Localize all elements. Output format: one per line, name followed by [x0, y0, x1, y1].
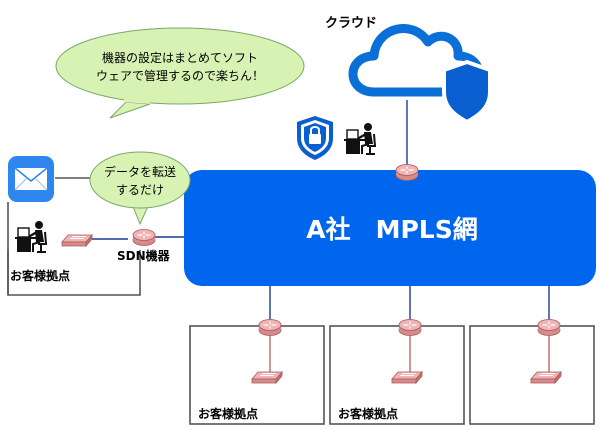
- callout-sdn-line2: するだけ: [116, 183, 164, 197]
- router-icon-site-3: [537, 318, 561, 337]
- callout-sdn: データを転送 するだけ: [89, 151, 191, 226]
- switch-icon-site-2: [391, 371, 423, 384]
- callout-main-line1: 機器の設定はまとめてソフト: [102, 50, 258, 65]
- callout-main-line2: ウェアで管理するので楽ちん！: [96, 68, 264, 83]
- cloud-label: クラウド: [325, 16, 377, 31]
- callout-main: 機器の設定はまとめてソフト ウェアで管理するので楽ちん！: [55, 27, 305, 119]
- mpls-label: A社 MPLS網: [306, 215, 478, 244]
- router-icon-sdn: [132, 228, 156, 247]
- router-icon-site-2: [398, 318, 422, 337]
- callout-sdn-line1: データを転送: [104, 164, 176, 179]
- sdn-label: SDN機器: [117, 248, 171, 263]
- shield-icon: [442, 59, 492, 125]
- router-icon-site-1: [258, 318, 282, 337]
- site-label-bottom-2: お客様拠点: [338, 406, 398, 421]
- mail-icon: [8, 156, 54, 202]
- switch-icon-site-1: [251, 371, 283, 384]
- site-label-bottom-1: お客様拠点: [198, 406, 258, 421]
- site-label-left: お客様拠点: [10, 268, 70, 283]
- mpls-network: [184, 170, 596, 286]
- router-icon-cloud: [395, 163, 419, 182]
- worker-icon-cloud: [342, 121, 378, 156]
- switch-icon-left: [61, 234, 93, 247]
- worker-icon-left: [13, 219, 49, 254]
- lock-shield-icon: [297, 116, 333, 160]
- switch-icon-site-3: [530, 371, 562, 384]
- site-box-bottom-3: [469, 325, 595, 425]
